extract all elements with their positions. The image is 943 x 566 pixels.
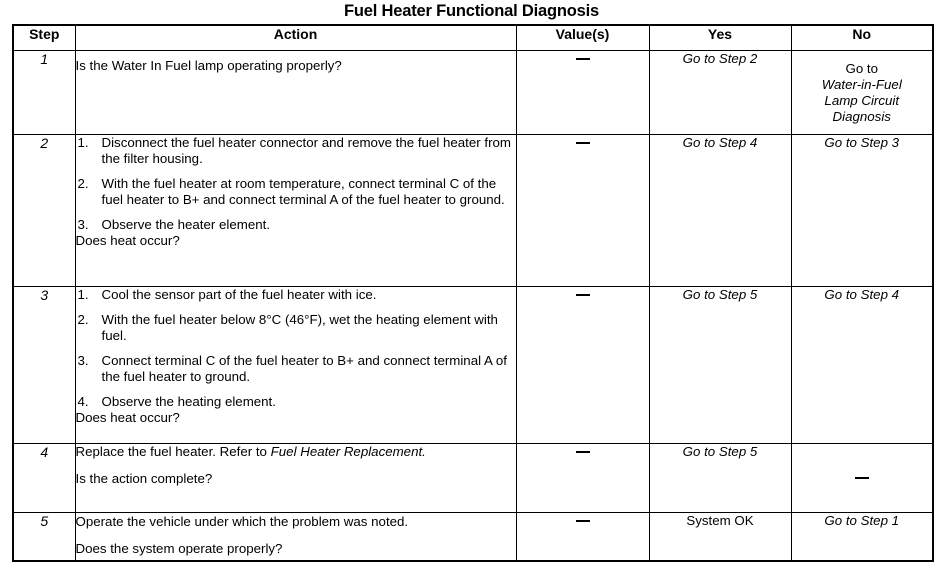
list-item-number: 4. xyxy=(77,394,89,409)
action-cell: 1. Disconnect the fuel heater connector … xyxy=(74,134,517,287)
list-item-text: With the fuel heater below 8°C (46°F), w… xyxy=(101,312,498,343)
em-dash xyxy=(854,477,869,480)
action-text-suffix: . xyxy=(422,444,426,459)
no-line-1: Go to xyxy=(845,60,879,76)
no-cell: Go to Water-in-Fuel Lamp Circuit Diagnos… xyxy=(790,50,934,135)
action-cell: Is the Water In Fuel lamp operating prop… xyxy=(74,50,517,135)
table-row: 2 1. Disconnect the fuel heater connecto… xyxy=(12,134,934,287)
list-item-text: Observe the heater element. xyxy=(101,217,271,232)
list-item: 1. Disconnect the fuel heater connector … xyxy=(76,135,516,167)
list-item-number: 2. xyxy=(77,312,89,327)
em-dash xyxy=(575,142,590,145)
column-header-value: Value(s) xyxy=(515,24,650,51)
column-header-no: No xyxy=(790,24,934,51)
fuel-heater-diagnosis-table: Step Action Value(s) Yes No 1 Is the Wat… xyxy=(12,24,934,562)
em-dash xyxy=(575,294,590,297)
list-item-text: Disconnect the fuel heater connector and… xyxy=(101,135,511,166)
value-cell xyxy=(515,134,650,287)
list-item: 2. With the fuel heater at room temperat… xyxy=(76,176,516,208)
step-number: 2 xyxy=(12,134,76,287)
action-cell: 1. Cool the sensor part of the fuel heat… xyxy=(74,286,517,444)
yes-cell: Go to Step 4 xyxy=(648,134,792,287)
no-line-4: Diagnosis xyxy=(832,108,891,124)
list-item-number: 1. xyxy=(77,135,89,150)
value-cell xyxy=(515,512,650,561)
no-cell: Go to Step 4 xyxy=(790,286,934,444)
page-title: Fuel Heater Functional Diagnosis xyxy=(344,2,599,20)
value-cell xyxy=(515,50,650,135)
column-header-yes: Yes xyxy=(648,24,792,51)
column-header-step: Step xyxy=(12,24,76,51)
step-number: 3 xyxy=(12,286,76,444)
list-item-number: 1. xyxy=(77,287,89,302)
action-text-reference: Fuel Heater Replacement xyxy=(270,444,423,459)
table-row: 4 Replace the fuel heater. Refer to Fuel… xyxy=(12,443,934,513)
table-header-row: Step Action Value(s) Yes No xyxy=(12,24,934,51)
action-step-list: 1. Cool the sensor part of the fuel heat… xyxy=(76,287,516,410)
action-text: Operate the vehicle under which the prob… xyxy=(75,514,409,529)
list-item-text: With the fuel heater at room temperature… xyxy=(101,176,505,207)
list-item: 3. Observe the heater element. xyxy=(76,217,516,233)
list-item-number: 3. xyxy=(77,353,89,368)
em-dash xyxy=(575,451,590,454)
list-item-number: 2. xyxy=(77,176,89,191)
action-cell: Operate the vehicle under which the prob… xyxy=(74,512,517,561)
action-step-list: 1. Disconnect the fuel heater connector … xyxy=(76,135,516,233)
no-cell xyxy=(790,443,934,513)
yes-cell: Go to Step 2 xyxy=(648,50,792,135)
yes-cell: System OK xyxy=(648,512,792,561)
value-cell xyxy=(515,443,650,513)
yes-cell: Go to Step 5 xyxy=(648,443,792,513)
no-cell: Go to Step 3 xyxy=(790,134,934,287)
list-item-text: Observe the heating element. xyxy=(101,394,276,409)
yes-cell: Go to Step 5 xyxy=(648,286,792,444)
column-header-action: Action xyxy=(74,24,517,51)
action-question: Does the system operate properly? xyxy=(75,541,283,556)
list-item: 2. With the fuel heater below 8°C (46°F)… xyxy=(76,312,516,344)
action-question: Does heat occur? xyxy=(75,233,180,248)
action-text: Replace the fuel heater. Refer to Fuel H… xyxy=(76,444,516,460)
table-row: 5 Operate the vehicle under which the pr… xyxy=(12,512,934,561)
step-number: 1 xyxy=(12,50,76,135)
step-number: 4 xyxy=(12,443,76,513)
no-line-2: Water-in-Fuel xyxy=(821,76,902,92)
action-question: Does heat occur? xyxy=(75,410,180,425)
action-text: Is the Water In Fuel lamp operating prop… xyxy=(75,58,342,73)
table-header: Step Action Value(s) Yes No xyxy=(12,24,934,51)
list-item-number: 3. xyxy=(77,217,89,232)
em-dash xyxy=(575,520,590,523)
table-row: 1 Is the Water In Fuel lamp operating pr… xyxy=(12,50,934,135)
table-body: 1 Is the Water In Fuel lamp operating pr… xyxy=(12,50,934,561)
list-item: 3. Connect terminal C of the fuel heater… xyxy=(76,353,516,385)
action-text-prefix: Replace the fuel heater. Refer to xyxy=(75,444,271,459)
no-line-3: Lamp Circuit xyxy=(824,92,900,108)
list-item: 4. Observe the heating element. xyxy=(76,394,516,410)
action-question: Is the action complete? xyxy=(75,471,213,486)
no-cell: Go to Step 1 xyxy=(790,512,934,561)
table-row: 3 1. Cool the sensor part of the fuel he… xyxy=(12,286,934,444)
list-item-text: Connect terminal C of the fuel heater to… xyxy=(101,353,507,384)
step-number: 5 xyxy=(12,512,76,561)
em-dash xyxy=(575,58,590,61)
no-cell-stack: Go to Water-in-Fuel Lamp Circuit Diagnos… xyxy=(792,61,933,125)
list-item-text: Cool the sensor part of the fuel heater … xyxy=(101,287,377,302)
action-cell: Replace the fuel heater. Refer to Fuel H… xyxy=(74,443,517,513)
value-cell xyxy=(515,286,650,444)
list-item: 1. Cool the sensor part of the fuel heat… xyxy=(76,287,516,303)
